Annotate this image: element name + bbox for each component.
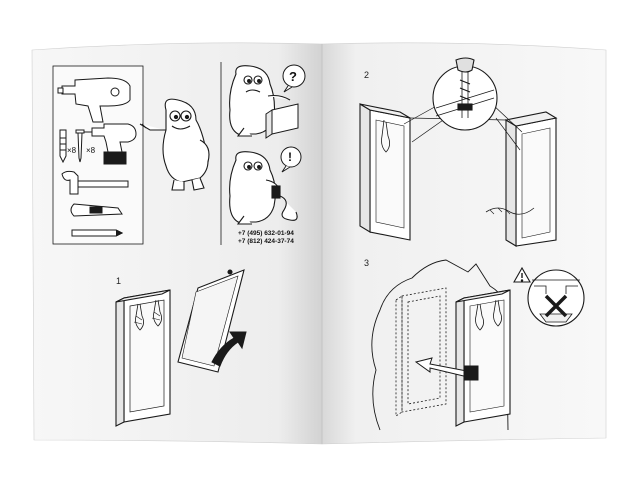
screw-count: ×8 bbox=[86, 146, 96, 155]
warning-triangle-icon bbox=[513, 266, 531, 283]
support-phone-moscow: +7 (495) 632-01-94 bbox=[238, 230, 294, 237]
anchor-count: ×8 bbox=[67, 146, 77, 155]
wall-mark-outline bbox=[395, 287, 447, 417]
mascot-phoning bbox=[229, 151, 298, 225]
wall-panel-piece bbox=[265, 103, 299, 139]
do-not-illustration bbox=[527, 269, 585, 327]
exclamation-bubble bbox=[280, 146, 302, 173]
detail-magnifier bbox=[432, 57, 498, 131]
hammer-icon bbox=[61, 170, 129, 195]
step-1-number: 1 bbox=[116, 276, 122, 286]
support-phone-spb: +7 (812) 424-37-74 bbox=[238, 238, 294, 245]
cordless-drill-icon bbox=[82, 123, 137, 165]
utility-knife-icon bbox=[70, 203, 123, 217]
screw-icon bbox=[75, 129, 85, 163]
step-3-number: 3 bbox=[364, 258, 370, 268]
step-2-right-frame bbox=[485, 111, 558, 247]
drill-icon bbox=[57, 77, 131, 123]
step-3-arrow-icon bbox=[414, 357, 479, 381]
step-3-mirror-frame bbox=[455, 289, 511, 427]
wall-anchor-icon bbox=[59, 129, 67, 164]
mirror-frame-back bbox=[115, 289, 171, 427]
step-1-arrow-icon bbox=[211, 331, 247, 367]
question-bubble bbox=[282, 64, 306, 93]
exclamation-mark: ! bbox=[288, 150, 292, 164]
step-2-left-frame bbox=[359, 103, 411, 241]
pencil-icon bbox=[71, 229, 124, 237]
step-2-number: 2 bbox=[364, 70, 370, 80]
wall-outline bbox=[371, 259, 509, 431]
question-mark: ? bbox=[289, 69, 297, 84]
mirror-panel bbox=[177, 269, 245, 373]
